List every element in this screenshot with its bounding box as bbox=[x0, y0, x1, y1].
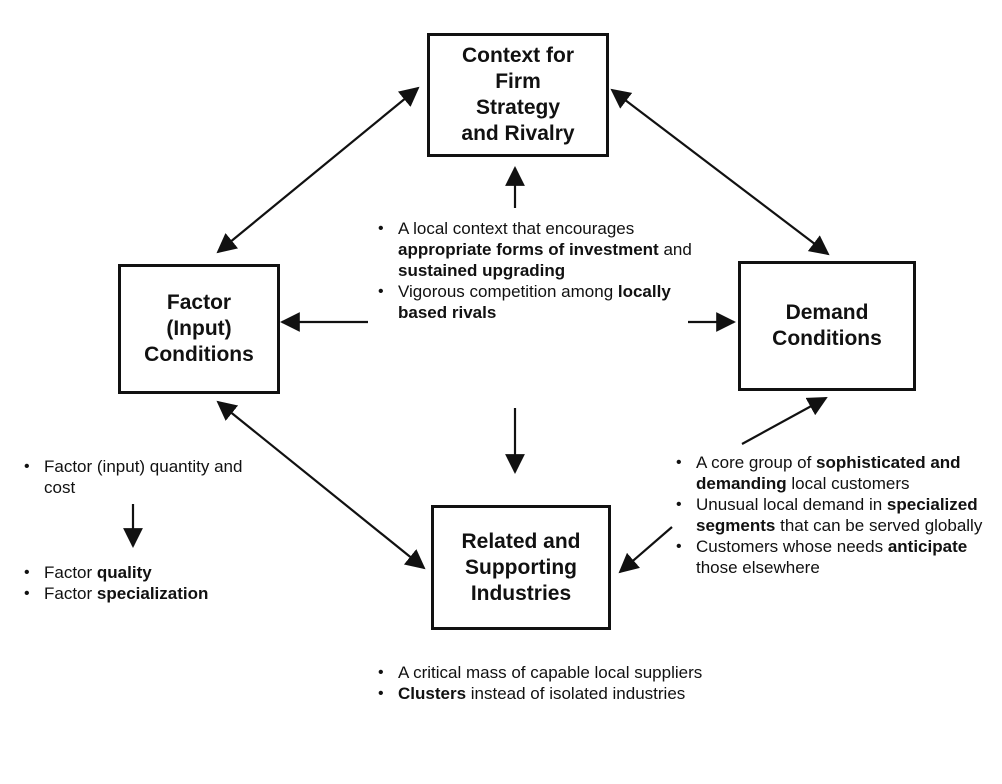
arrow-strategy-demand bbox=[610, 88, 830, 256]
note-text: A core group of bbox=[696, 453, 817, 472]
arrow-strategy-factor bbox=[216, 86, 420, 254]
note-text: Unusual local demand in bbox=[696, 495, 887, 514]
box-strategy: Context for Firm Strategy and Rivalry bbox=[427, 33, 609, 157]
note-text: that can be served globally bbox=[775, 516, 983, 535]
note-emphasis: specialization bbox=[96, 584, 209, 603]
note-item: Factor specialization bbox=[22, 583, 282, 604]
box-strategy-label: Context for Firm Strategy and Rivalry bbox=[461, 44, 575, 145]
note-emphasis: quality bbox=[96, 563, 152, 582]
note-item: Factor (input) quantity and cost bbox=[22, 456, 272, 498]
notes-demand: A core group of sophisticated and demand… bbox=[674, 452, 996, 578]
note-text: Factor (input) quantity and cost bbox=[44, 457, 243, 497]
note-emphasis: specialized segments bbox=[696, 495, 978, 535]
note-text: instead of isolated industries bbox=[466, 684, 686, 703]
note-emphasis: anticipate bbox=[887, 537, 968, 556]
note-text: Customers whose needs bbox=[696, 537, 888, 556]
note-text: A local context that encourages bbox=[398, 219, 635, 238]
box-related-label: Related and Supporting Industries bbox=[461, 529, 581, 605]
box-demand-label: Demand Conditions bbox=[772, 301, 882, 350]
box-related: Related and Supporting Industries bbox=[431, 505, 611, 630]
note-item: Clusters instead of isolated industries bbox=[376, 683, 706, 704]
note-text: local customers bbox=[786, 474, 910, 493]
note-emphasis: Clusters bbox=[398, 684, 467, 703]
note-text: and bbox=[658, 240, 692, 259]
notes-related: A critical mass of capable local supplie… bbox=[376, 662, 706, 704]
note-item: Customers whose needs anticipate those e… bbox=[674, 536, 996, 578]
note-item: Vigorous competition among locally based… bbox=[376, 281, 706, 323]
note-text: Vigorous competition among bbox=[398, 282, 618, 301]
note-text: those elsewhere bbox=[696, 558, 820, 577]
note-text: Factor bbox=[44, 563, 97, 582]
note-emphasis: locally based rivals bbox=[398, 282, 671, 322]
arrow-factor-related bbox=[216, 400, 426, 570]
note-item: Factor quality bbox=[22, 562, 282, 583]
note-emphasis: sophisticated and demanding bbox=[696, 453, 961, 493]
note-text: Factor bbox=[44, 584, 97, 603]
note-emphasis: sustained upgrading bbox=[398, 261, 566, 280]
note-item: A local context that encourages appropri… bbox=[376, 218, 706, 281]
notes-factor: Factor (input) quantity and cost bbox=[22, 456, 272, 498]
arrow-demand-notes-up bbox=[741, 397, 828, 445]
box-factor: Factor (Input) Conditions bbox=[118, 264, 280, 394]
notes-factor-quality: Factor qualityFactor specialization bbox=[22, 562, 282, 604]
arrow-demand-notes-related bbox=[618, 526, 673, 574]
note-emphasis: appropriate forms of investment bbox=[398, 240, 659, 259]
box-factor-label: Factor (Input) Conditions bbox=[144, 291, 254, 366]
note-text: A critical mass of capable local supplie… bbox=[398, 663, 703, 682]
note-item: A core group of sophisticated and demand… bbox=[674, 452, 996, 494]
note-item: A critical mass of capable local supplie… bbox=[376, 662, 706, 683]
notes-strategy: A local context that encourages appropri… bbox=[376, 218, 706, 323]
box-demand: Demand Conditions bbox=[738, 261, 916, 391]
note-item: Unusual local demand in specialized segm… bbox=[674, 494, 996, 536]
